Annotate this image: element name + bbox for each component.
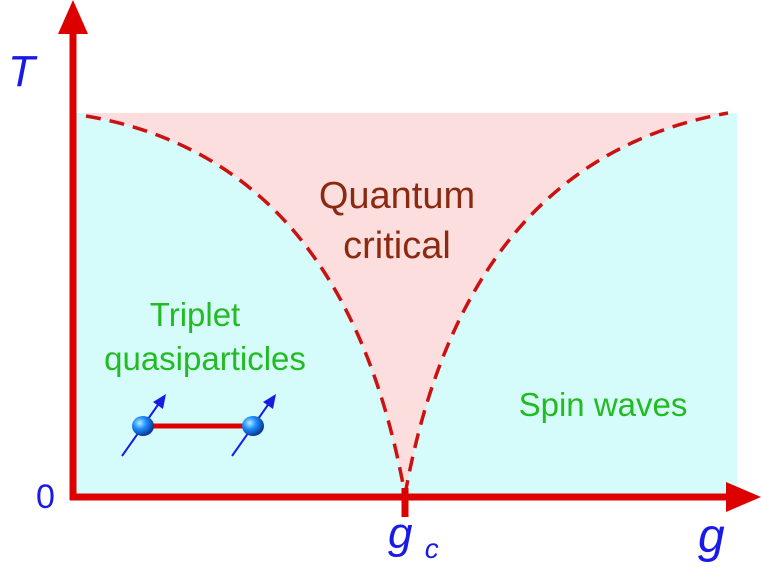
right-crossover-line bbox=[403, 111, 729, 496]
x-axis-arrowhead bbox=[726, 482, 761, 512]
x-axis-label: g bbox=[698, 510, 725, 563]
quantum-critical-label-line1: Quantum bbox=[319, 175, 475, 217]
quantum-critical-label-line2: critical bbox=[343, 225, 451, 267]
quantum-critical-fill bbox=[86, 113, 728, 495]
triplet-label-line1: Triplet bbox=[150, 296, 240, 333]
spin-waves-label: Spin waves bbox=[519, 386, 688, 423]
critical-point-label: g c bbox=[388, 509, 439, 564]
y-axis-arrowhead bbox=[58, 0, 88, 34]
left-crossover-line bbox=[85, 114, 407, 496]
y-axis-label: T bbox=[8, 47, 38, 96]
spin-up-icon bbox=[121, 394, 166, 457]
dimer-illustration bbox=[121, 394, 276, 457]
triplet-label-line2: quasiparticles bbox=[104, 340, 306, 377]
origin-label: 0 bbox=[36, 478, 55, 516]
critical-point-subscript: c bbox=[425, 533, 439, 564]
spin-up-icon bbox=[231, 394, 276, 457]
critical-point-base: g bbox=[388, 509, 413, 558]
